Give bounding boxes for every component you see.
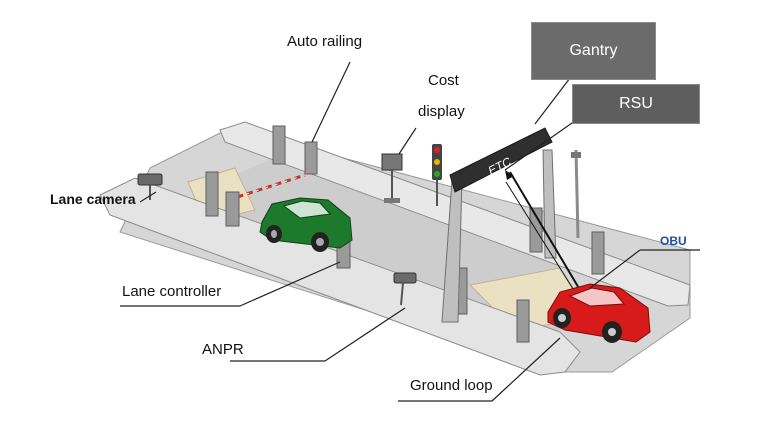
leader-cost-display	[398, 127, 417, 155]
leader-rsu	[504, 115, 583, 171]
red-car	[547, 283, 651, 343]
leader-lane-camera	[139, 191, 157, 203]
leader-auto-railing	[311, 61, 351, 143]
lane-post	[225, 191, 240, 227]
obu-label: OBU	[660, 234, 687, 248]
lane-post	[516, 299, 530, 343]
railing-post	[272, 125, 286, 165]
gantry-callout: Gantry	[531, 22, 656, 80]
auto-railing-label: Auto railing	[287, 33, 363, 50]
gantry-beam	[449, 127, 553, 193]
anpr-camera-body	[393, 272, 417, 284]
lane-post	[205, 171, 219, 217]
leader-gantry	[534, 77, 571, 125]
green-car	[259, 197, 353, 252]
cost-display-label-line1: Cost	[428, 72, 459, 89]
anpr-label: ANPR	[202, 341, 244, 358]
lane-post	[591, 231, 605, 275]
lane-camera-label: Lane camera	[50, 191, 136, 207]
ground-loop-label: Ground loop	[410, 377, 493, 394]
lane-camera-body	[137, 173, 163, 186]
cost-display-screen	[381, 153, 403, 171]
gantry-right-leg	[542, 149, 557, 259]
lane-controller-label: Lane controller	[122, 283, 222, 300]
railing-post	[304, 141, 318, 175]
rsu-callout: RSU	[572, 84, 700, 124]
cost-display-label-line2: display	[418, 103, 465, 120]
